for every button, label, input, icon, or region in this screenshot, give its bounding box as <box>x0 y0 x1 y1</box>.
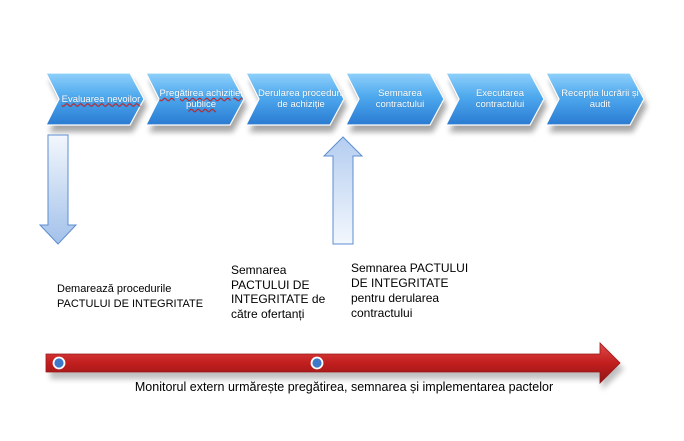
step-2-text: Pregătirea achiziției publice <box>159 88 243 110</box>
chevron-step-1 <box>45 72 145 126</box>
step-6-text: Recepția lucrării și audit <box>561 88 639 110</box>
timeline-arrow <box>45 342 621 384</box>
chevron-step-5 <box>445 72 545 126</box>
chevron-step-3 <box>245 72 345 126</box>
timeline-marker-start <box>52 356 66 370</box>
step-preparation-label: Pregătirea achiziției publice <box>156 73 246 125</box>
up-arrow <box>322 136 364 245</box>
note-contract-signing: Semnarea PACTULUI DE INTEGRITATE pentru … <box>351 261 469 320</box>
timeline-marker-contract <box>310 356 324 370</box>
step-evaluation-label: Evaluarea nevoilor <box>56 73 146 125</box>
note-start-procedures: Demarează procedurile PACTULUI DE INTEGR… <box>57 283 204 310</box>
process-chevrons <box>45 72 645 126</box>
step-procedure-label: Derularea procedurii de achiziție <box>256 73 346 125</box>
step-reception-label: Recepția lucrării și audit <box>555 73 645 125</box>
timeline-caption: Monitorul extern urmărește pregătirea, s… <box>134 380 554 394</box>
chevron-step-2 <box>145 72 245 126</box>
step-5-text: Executarea contractului <box>475 88 525 110</box>
step-execution-label: Executarea contractului <box>455 73 545 125</box>
step-signing-label: Semnarea contractului <box>355 73 445 125</box>
step-1-text: Evaluarea nevoilor <box>61 93 141 105</box>
step-3-text: Derularea procedurii de achiziție <box>257 88 345 110</box>
note-bidders-signing: Semnarea PACTULUI DE INTEGRITATE de cătr… <box>231 263 326 321</box>
step-4-text: Semnarea contractului <box>375 88 425 110</box>
down-arrow <box>38 134 78 245</box>
chevron-step-4 <box>345 72 445 126</box>
chevron-step-6 <box>545 72 645 126</box>
